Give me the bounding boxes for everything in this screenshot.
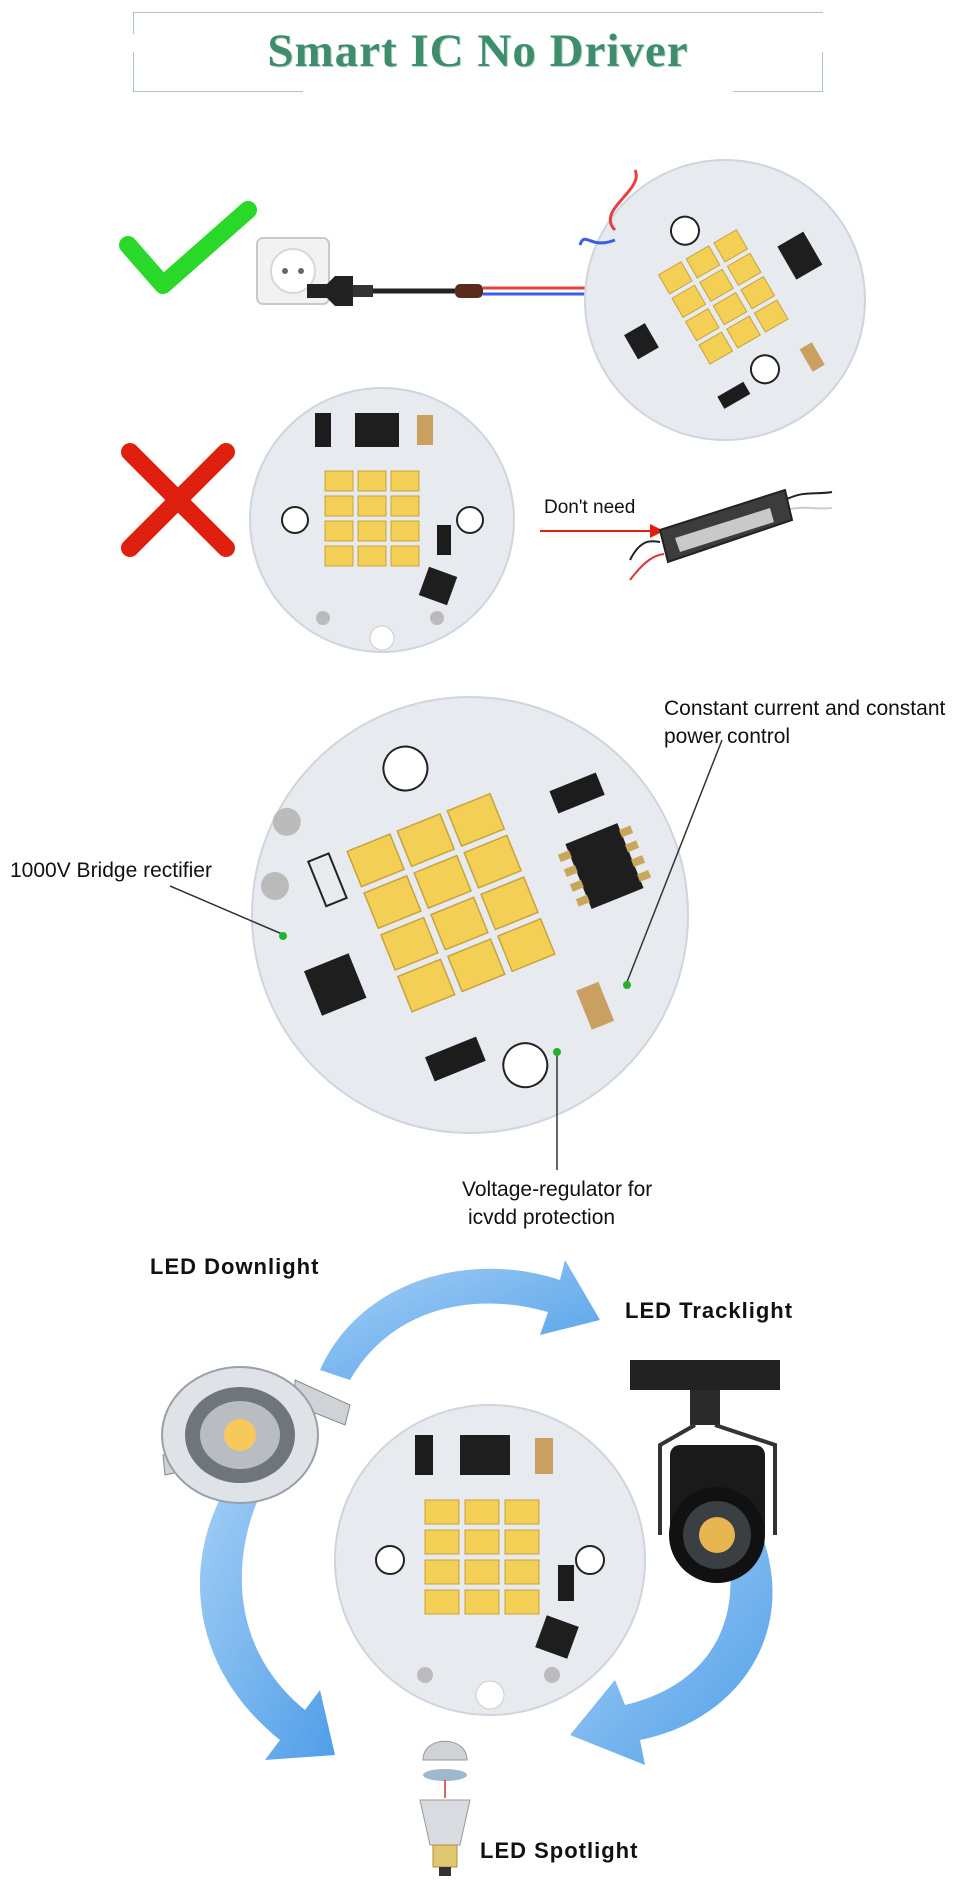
red-arrow-icon bbox=[540, 524, 664, 538]
led-module-board-closeup bbox=[251, 696, 689, 1134]
check-icon bbox=[119, 201, 257, 294]
led-driver-icon bbox=[629, 488, 833, 581]
voltage-regulator-label-line1: Voltage-regulator for bbox=[462, 1178, 653, 1201]
tracklight-label: LED Tracklight bbox=[625, 1298, 794, 1323]
cross-icon bbox=[121, 443, 235, 557]
annotation-leaders bbox=[169, 739, 723, 1170]
dont-need-label: Don't need bbox=[544, 497, 636, 518]
spotlight-bulb-icon bbox=[419, 1740, 471, 1876]
spotlight-label: LED Spotlight bbox=[480, 1838, 639, 1863]
voltage-regulator-label-line2: icvdd protection bbox=[468, 1206, 616, 1229]
power-plug-cable bbox=[307, 276, 593, 306]
led-module-board-center bbox=[334, 1404, 646, 1716]
bridge-rectifier-label: 1000V Bridge rectifier bbox=[10, 859, 212, 882]
led-module-board bbox=[578, 159, 866, 441]
tracklight-icon bbox=[630, 1360, 780, 1583]
downlight-icon bbox=[161, 1366, 351, 1504]
application-cycle-arrows bbox=[199, 1260, 773, 1765]
downlight-label: LED Downlight bbox=[150, 1254, 320, 1279]
constant-control-label-line1: Constant current and constant bbox=[664, 697, 946, 720]
wall-socket-icon bbox=[256, 237, 330, 305]
page-title: Smart IC No Driver bbox=[267, 25, 689, 77]
title-banner: Smart IC No Driver bbox=[133, 12, 823, 92]
led-module-board-flipped bbox=[249, 387, 515, 653]
constant-control-label-line2: power control bbox=[664, 725, 791, 748]
